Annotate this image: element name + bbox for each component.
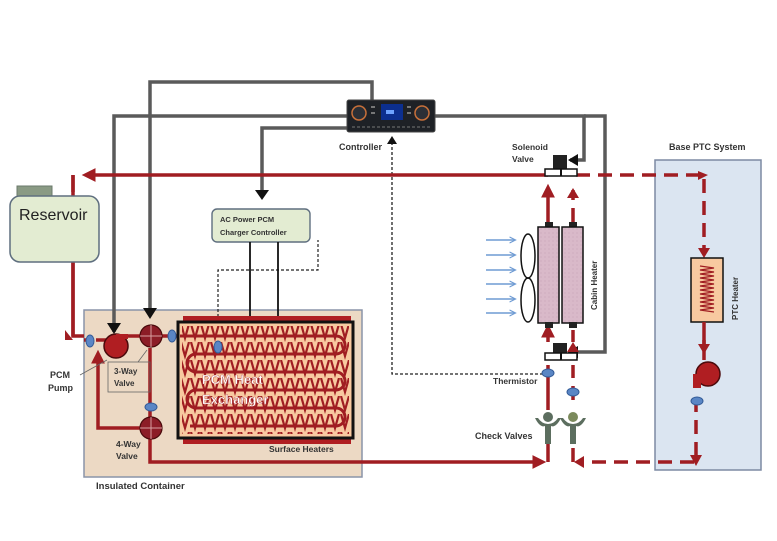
three-way-control-arrow [143, 308, 157, 319]
reservoir-label: Reservoir [19, 207, 88, 224]
three-way-valve[interactable] [139, 324, 163, 348]
solenoid-label-line1: Solenoid [512, 142, 548, 152]
cabin-dashed-up-arrow-bottom [567, 342, 579, 352]
pcm-pump-label-line2: Pump [48, 383, 74, 393]
three-way-label-box [107, 361, 151, 393]
pcm-heat-exchanger: PCM Heat Exchanger [176, 316, 355, 444]
hx-sensor-signal-line [217, 240, 319, 342]
solenoid-valve-top[interactable] [544, 155, 578, 177]
cabin-dashed-up-arrow-top [567, 188, 579, 198]
check-valves-label: Check Valves [475, 431, 533, 441]
surface-heaters-label: Surface Heaters [269, 444, 334, 454]
ptc-heater-outlet-arrow [698, 344, 710, 354]
ptc-branch-sensor [566, 387, 580, 397]
four-way-label-line1: 4-Way [116, 439, 141, 449]
fan-icon [520, 233, 536, 323]
solenoid-valve-bottom[interactable] [544, 343, 578, 361]
thermistor-signal-line [391, 141, 548, 375]
ptc-heater: PTC Heater [690, 257, 740, 323]
check-valve-2 [560, 412, 586, 444]
charger-label-line2: Charger Controller [220, 228, 287, 237]
pcm-pump[interactable] [103, 333, 129, 359]
controller-unit[interactable] [346, 99, 436, 133]
hx-temperature-sensor [213, 340, 223, 354]
base-ptc-system-label: Base PTC System [669, 142, 746, 152]
three-way-leader [137, 349, 148, 363]
three-way-label-line1: 3-Way [114, 367, 138, 376]
thermistor-label: Thermistor [493, 376, 538, 386]
ptc-inlet-arrow [698, 171, 708, 180]
three-way-outlet-sensor [167, 329, 177, 343]
airflow-arrows [486, 240, 514, 313]
hx-label-line1: PCM Heat [202, 372, 263, 387]
hx-label-line2: Exchanger [202, 392, 268, 407]
reservoir-inlet-arrow [65, 330, 73, 340]
check-valve-return-arrow [574, 456, 584, 468]
pcm-pump-label-line1: PCM [50, 370, 70, 380]
controller-right-knob[interactable] [414, 105, 430, 121]
cabin-heater-label: Cabin Heater [590, 261, 599, 310]
charger-controller-box: AC Power PCM Charger Controller [211, 208, 311, 243]
ptc-pump[interactable] [693, 361, 721, 388]
charger-control-arrow [255, 190, 269, 200]
charger-label-line1: AC Power PCM [220, 215, 274, 224]
thermistor-signal-arrow [387, 136, 397, 144]
check-valve-1 [535, 412, 561, 444]
pcm-pump-leader [79, 359, 108, 376]
solenoid-top-control-arrow [568, 154, 578, 166]
reservoir: Reservoir [9, 185, 100, 263]
three-way-label-line2: Valve [114, 379, 135, 388]
four-way-label-line2: Valve [116, 451, 138, 461]
ptc-heater-label: PTC Heater [731, 277, 740, 320]
ptc-pump-sensor [690, 396, 704, 406]
pump-control-arrow [107, 323, 121, 334]
pump-inlet-sensor [85, 334, 95, 348]
four-way-inlet-sensor [144, 402, 158, 412]
ptc-return-arrow [690, 455, 702, 466]
four-way-valve[interactable] [139, 416, 163, 440]
solenoid-label-line2: Valve [512, 154, 534, 164]
ptc-down-arrow [698, 248, 710, 258]
controller-left-knob[interactable] [351, 105, 367, 121]
controller-label: Controller [339, 142, 382, 152]
insulated-container-label: Insulated Container [96, 481, 185, 492]
thermistor-sensor [541, 368, 555, 378]
cabin-heater: Cabin Heater [537, 222, 599, 328]
